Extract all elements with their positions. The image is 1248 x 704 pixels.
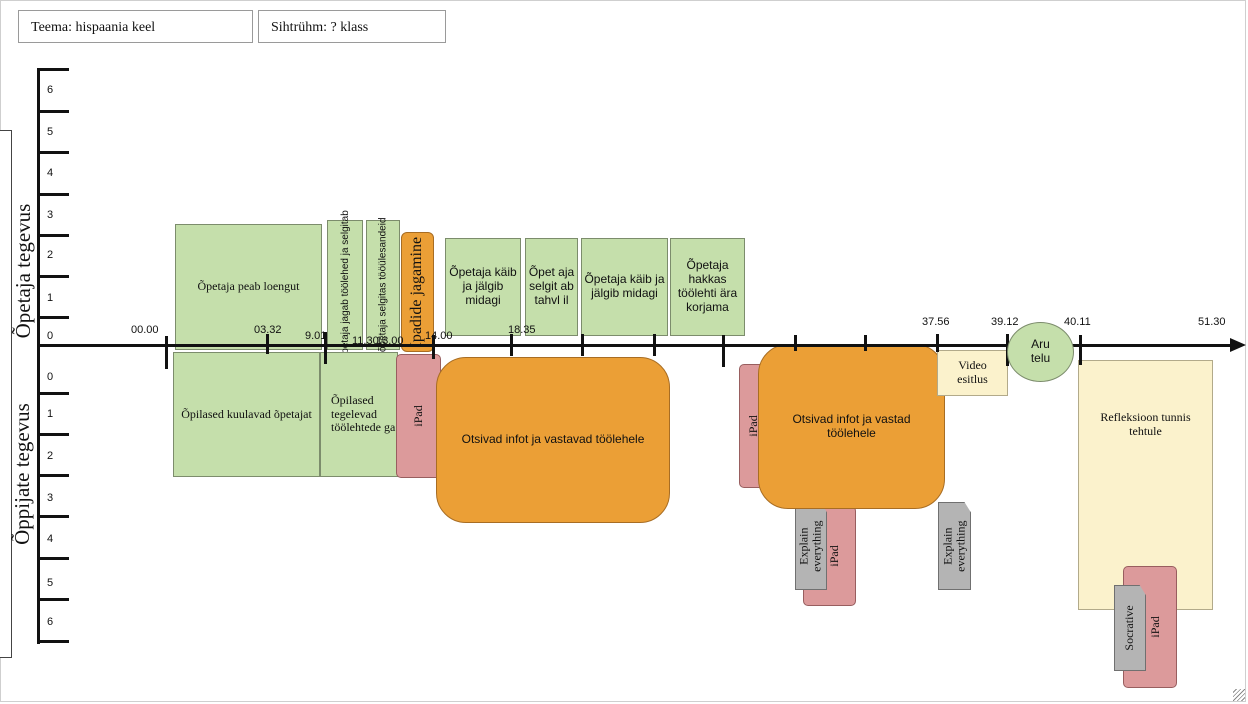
student-axis-label: Õppijate tegevus	[10, 403, 34, 545]
time-tick	[794, 335, 797, 351]
explain-everything-text-1: Explain everything	[796, 520, 824, 572]
student-tick	[37, 557, 69, 560]
time-axis	[37, 344, 1235, 347]
time-label: 39.12	[991, 316, 1019, 328]
student-search-block-2[interactable]: Otsivad infot ja vastad töölehele	[758, 344, 945, 509]
ipad-block-1[interactable]: iPad	[396, 354, 441, 478]
time-label: 18.35	[508, 324, 536, 336]
teacher-ruler	[37, 68, 40, 346]
side-panel	[0, 130, 12, 658]
time-tick	[936, 334, 939, 352]
student-ruler	[37, 346, 40, 644]
time-tick	[510, 334, 513, 356]
student-search-text-2: Otsivad infot ja vastad töölehele	[792, 411, 911, 440]
ipad-text-4: iPad	[1148, 616, 1163, 638]
reflection-text: Refleksioon tunnis tehtule	[1100, 410, 1191, 438]
time-label: 37.56	[922, 316, 950, 328]
teacher-share-text: õpetaja jagab töölehed ja selgitab	[339, 210, 351, 360]
teacher-level: 4	[47, 167, 54, 179]
student-tick	[37, 640, 69, 643]
teacher-level: 1	[47, 292, 54, 304]
ipad-text-3: iPad	[826, 545, 841, 567]
student-level: 0	[47, 371, 54, 383]
time-label: 03.32	[254, 324, 282, 336]
time-label: 13.00	[376, 335, 404, 347]
audience-field[interactable]: Sihtrühm: ? klass	[258, 10, 446, 43]
teacher-walk-block-1[interactable]: Õpetaja käib ja jälgib midagi	[445, 238, 521, 336]
student-worksheet-block[interactable]: Õpilased tegelevad töölehtede ga	[320, 352, 398, 477]
time-tick	[653, 334, 656, 356]
teacher-level: 6	[47, 84, 54, 96]
socrative-block[interactable]: Socrative	[1114, 585, 1146, 671]
student-search-block-1[interactable]: Otsivad infot ja vastavad töölehele	[436, 357, 670, 523]
student-level: 1	[47, 408, 54, 420]
student-tick	[37, 474, 69, 477]
socrative-text: Socrative	[1122, 605, 1137, 651]
ipad-text-1: iPad	[410, 405, 425, 427]
teacher-tick	[37, 68, 69, 71]
explain-everything-text-2: Explain everything	[940, 520, 968, 572]
teacher-tick	[37, 110, 69, 113]
teacher-explain-text: õpetaja selgitas tööülesandeid	[377, 217, 389, 353]
explain-everything-block-1[interactable]: Explain everything	[795, 502, 827, 590]
student-level: 5	[47, 577, 54, 589]
teacher-level: 5	[47, 126, 54, 138]
student-tick	[37, 433, 69, 436]
time-label: 00.00	[131, 324, 159, 336]
student-listen-block[interactable]: Õpilased kuulavad õpetajat	[173, 352, 320, 477]
time-tick	[581, 334, 584, 356]
time-tick	[864, 335, 867, 351]
time-axis-arrow-icon	[1230, 338, 1246, 352]
student-level: 4	[47, 533, 54, 545]
discussion-text: Aru telu	[1030, 337, 1051, 365]
teacher-tick	[37, 275, 69, 278]
student-level: 2	[47, 450, 54, 462]
teacher-level: 0	[47, 330, 54, 342]
ipad-distribution-text: Ipadide jagamine	[408, 236, 426, 348]
time-tick	[324, 332, 327, 364]
student-level: 6	[47, 616, 54, 628]
time-tick	[165, 336, 168, 369]
teacher-collect-block[interactable]: Õpetaja hakkas töölehti ära korjama	[670, 238, 745, 336]
time-tick	[266, 334, 269, 354]
resize-grip-icon[interactable]	[1233, 689, 1245, 701]
teacher-level: 3	[47, 209, 54, 221]
time-label: 40.11	[1064, 316, 1091, 328]
teacher-tick	[37, 234, 69, 237]
teacher-tick	[37, 151, 69, 154]
teacher-walk-block-2[interactable]: Õpetaja käib ja jälgib midagi	[581, 238, 668, 336]
time-label: 14.00	[425, 330, 453, 342]
time-tick	[432, 335, 435, 359]
student-level: 3	[47, 492, 54, 504]
time-label: 9.01	[305, 330, 327, 342]
time-label: 51.30	[1198, 316, 1226, 328]
teacher-tick	[37, 316, 69, 319]
ipad-distribution-block[interactable]: Ipadide jagamine	[401, 232, 434, 352]
teacher-board-block[interactable]: Õpet aja selgit ab tahvl il	[525, 238, 578, 336]
time-label: 11.30	[352, 335, 379, 347]
student-tick	[37, 392, 69, 395]
topic-field[interactable]: Teema: hispaania keel	[18, 10, 253, 43]
time-tick	[722, 335, 725, 367]
student-tick	[37, 515, 69, 518]
discussion-circle[interactable]: Aru telu	[1007, 322, 1074, 382]
time-tick	[1079, 335, 1082, 365]
student-tick	[37, 598, 69, 601]
explain-everything-block-2[interactable]: Explain everything	[938, 502, 971, 590]
teacher-level: 2	[47, 249, 54, 261]
teacher-lecture-block[interactable]: Õpetaja peab loengut	[175, 224, 322, 350]
teacher-explain-block[interactable]: õpetaja selgitas tööülesandeid	[366, 217, 400, 353]
teacher-axis-label: Õpetaja tegevus	[11, 203, 35, 339]
teacher-share-block[interactable]: õpetaja jagab töölehed ja selgitab	[327, 210, 363, 360]
video-presentation-text: Video esitlus	[957, 358, 988, 386]
teacher-tick	[37, 193, 69, 196]
video-presentation-block[interactable]: Video esitlus	[937, 350, 1008, 396]
